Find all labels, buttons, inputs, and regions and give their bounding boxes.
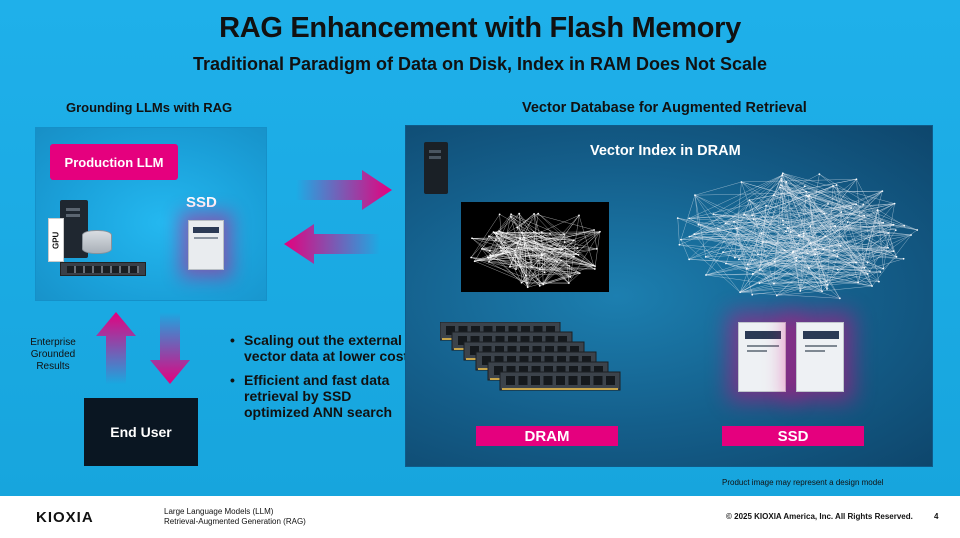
ssd-drive-icon — [188, 220, 224, 270]
vector-index-title: Vector Index in DRAM — [590, 143, 741, 159]
footer-definitions: Large Language Models (LLM) Retrieval-Au… — [164, 507, 306, 527]
vector-graph-large — [676, 172, 919, 300]
slide: RAG Enhancement with Flash Memory Tradit… — [0, 0, 960, 496]
ssd-tag: SSD — [722, 426, 864, 446]
bullet-list: •Scaling out the external vector data at… — [230, 332, 410, 429]
enterprise-results-label: Enterprise Grounded Results — [30, 337, 76, 372]
server-icon — [424, 142, 448, 194]
vector-graph-small — [461, 202, 609, 292]
arrow-up-icon — [96, 312, 136, 384]
kioxia-logo: KIOXIA — [36, 509, 94, 526]
page-number: 4 — [934, 512, 939, 521]
production-llm-badge: Production LLM — [50, 144, 178, 180]
ssd-card — [738, 322, 786, 392]
left-section-heading: Grounding LLMs with RAG — [66, 100, 233, 115]
bullet-item: •Efficient and fast data retrieval by SS… — [230, 372, 393, 420]
ssd-card — [796, 322, 844, 392]
slide-title: RAG Enhancement with Flash Memory — [219, 12, 741, 44]
arrow-left-icon — [284, 224, 380, 264]
database-icon — [82, 230, 112, 254]
gpu-label: GPU — [48, 218, 64, 262]
right-section-heading: Vector Database for Augmented Retrieval — [522, 100, 807, 116]
arrow-down-icon — [150, 312, 190, 384]
slide-subtitle: Traditional Paradigm of Data on Disk, In… — [192, 54, 768, 74]
ssd-label: SSD — [186, 194, 217, 211]
dram-tag: DRAM — [476, 426, 618, 446]
ram-module-icon — [60, 262, 146, 276]
copyright-text: © 2025 KIOXIA America, Inc. All Rights R… — [726, 512, 913, 521]
rag-llm-panel: Production LLM GPU SSD — [36, 128, 266, 300]
end-user-box: End User — [84, 398, 198, 466]
arrow-right-icon — [296, 170, 392, 210]
server-tower-icon — [60, 200, 88, 258]
ssd-drives-icon — [738, 322, 848, 398]
bullet-item: •Scaling out the external vector data at… — [230, 332, 409, 364]
disclaimer-text: Product image may represent a design mod… — [722, 478, 884, 487]
footer: KIOXIA Large Language Models (LLM) Retri… — [0, 496, 960, 538]
dram-modules-icon — [440, 322, 621, 391]
vector-database-panel: Vector Index in DRAM DRAM SSD — [406, 126, 932, 466]
